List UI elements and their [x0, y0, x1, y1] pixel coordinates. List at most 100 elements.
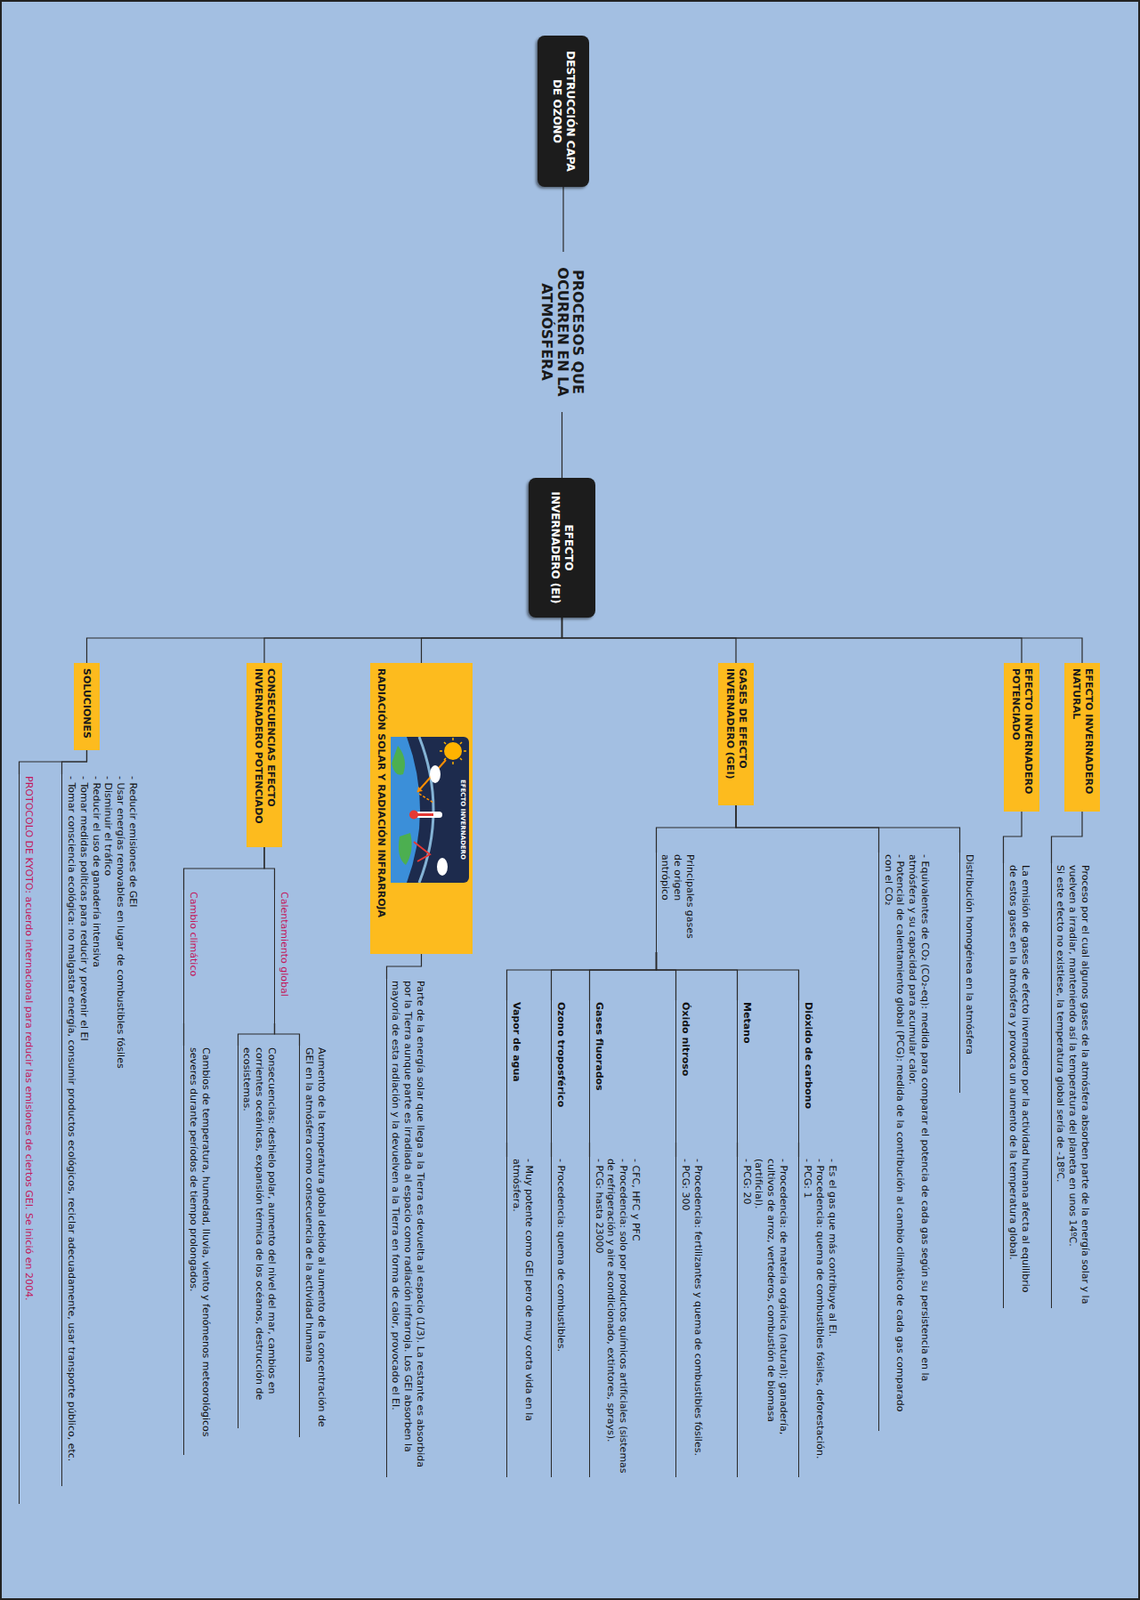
topic-text: Cambios de temperatura, humedad, lluvia,… — [187, 1047, 213, 1452]
land-patch — [398, 832, 413, 866]
thermometer-bulb — [409, 810, 419, 820]
branch-connector — [675, 1142, 677, 1157]
solar-ray-head — [417, 786, 423, 793]
topic-text: Gases fluorados — [592, 1002, 606, 1140]
topic-text: - CFC, HFC y PFC — [629, 1158, 642, 1474]
branch-connector — [264, 847, 275, 890]
branch-connector — [19, 750, 88, 775]
subtopic-text: - Equivalentes de CO₂ (CO₂-eq): medida p… — [878, 852, 931, 1432]
subtopic-text: - Procedencia: de materia orgánica (natu… — [736, 1156, 790, 1478]
branch-connector — [798, 1142, 800, 1157]
subtopic-text: - Muy potente como GEI pero de muy corta… — [507, 1156, 536, 1478]
topic-text: Distribución homogénea en la atmósfera — [962, 854, 976, 1090]
subtopic-text: La emisión de gases de efecto invernader… — [1003, 863, 1033, 1309]
illustration-ground — [390, 736, 469, 883]
topic-text: La emisión de gases de efecto invernader… — [1007, 865, 1033, 1305]
topic-text: - Potencial de calentamiento global (PCG… — [881, 854, 907, 1428]
branch-connector — [421, 617, 563, 663]
infrared-ray — [413, 841, 430, 862]
topic-title: EFECTO INVERNADERO NATURAL — [1069, 668, 1095, 807]
topic-text: - PCG: hasta 23000 — [592, 1158, 606, 1474]
topic-text: - PCG: 300 — [679, 1158, 693, 1474]
topic-text: Consecuencias: deshielo polar, aumento d… — [241, 1047, 278, 1425]
branch-connector — [506, 1142, 508, 1157]
topic-title: CONSECUENCIAS EFECTO INVERNADERO POTENCI… — [251, 668, 277, 842]
branch-connector — [656, 952, 738, 1001]
branch-connector — [656, 805, 737, 853]
subtopic-text: Parte de la energía solar que llega a la… — [386, 978, 427, 1478]
topic-text: Calentamiento global — [277, 891, 291, 1020]
branch-connector — [736, 1142, 738, 1157]
diagram-title: PROCESOS QUE OCURREN EN LA ATMÓSFERA — [537, 251, 589, 413]
topic-text: - Tomar consciencia ecológica: no malgas… — [65, 776, 79, 1483]
topic-text: Aumento de la temperatura global debido … — [303, 1047, 329, 1434]
topic-text: - PCG: 20 — [740, 1158, 753, 1474]
subtopic-text: Aumento de la temperatura global debido … — [299, 1045, 329, 1438]
topic-text: Si este efecto no existiese, la temperat… — [1054, 865, 1068, 1305]
main-topic: CONSECUENCIAS EFECTO INVERNADERO POTENCI… — [246, 662, 283, 848]
branch-connector — [562, 617, 737, 663]
topic-text: - Procedencia: fertilizantes y quema de … — [691, 1158, 704, 1474]
reflected-ray — [419, 793, 434, 803]
subtopic-text: Distribución homogénea en la atmósfera — [959, 852, 976, 1093]
branch-connector — [589, 1142, 591, 1157]
branch-connector — [1003, 811, 1023, 864]
topic-text: - Usar energías renovables en lugar de c… — [114, 776, 128, 1483]
subtopic-label: Óxido nitroso — [675, 1000, 692, 1143]
topic-text: Cambio climático — [186, 891, 200, 1020]
subtopic-label: Ozono troposférico — [550, 1000, 567, 1143]
thermometer-tube — [415, 811, 443, 818]
topic-title: RADIACIÓN SOLAR Y RADIACIÓN INFRARROJA — [374, 668, 388, 949]
topic-text: Vapor de agua — [509, 1002, 523, 1140]
main-topic: EFECTO INVERNADERO POTENCIADO — [1003, 662, 1040, 812]
branch-connector — [735, 805, 961, 853]
illustration-label: EFECTO INVERNADERO — [459, 777, 467, 862]
subtopic-label: Vapor de agua — [506, 1000, 523, 1143]
topic-text: Óxido nitroso — [679, 1002, 692, 1140]
topic-text: - Procedencia: quema de combustibles fós… — [814, 1158, 827, 1474]
subtopic-label: Cambio climático — [183, 889, 200, 1024]
branch-connector — [183, 1023, 185, 1046]
main-topic: EFECTO INVERNADERO NATURAL — [1064, 662, 1100, 812]
topic-text: - Es el gas que más contribuye al EI. — [825, 1158, 839, 1474]
atmosphere-layer — [419, 736, 434, 883]
cloud — [436, 857, 448, 876]
topic-text: - Tomar medidas políticas para reducir y… — [77, 776, 90, 1483]
earth-surface — [390, 736, 421, 883]
greenhouse-illustration — [390, 736, 469, 883]
topic-title: SOLUCIONES — [80, 668, 94, 745]
branch-connector — [274, 1023, 300, 1046]
topic-title: EFECTO INVERNADERO POTENCIADO — [1009, 668, 1035, 807]
branch-connector — [507, 952, 657, 1001]
subtopic-text: - Procedencia: fertilizantes y quema de … — [676, 1156, 705, 1478]
topic-text: - Reducir emisiones de GEI — [126, 776, 139, 1483]
topic-text: - Procedencia: solo por productos químic… — [605, 1158, 631, 1474]
topic-title: EFECTO INVERNADERO (EI) — [549, 486, 576, 609]
subtopic-label: Gases fluorados — [589, 1000, 606, 1143]
branch-connector — [656, 952, 677, 1001]
topic-text: PROTOCOLO DE KYOTO: acuerdo internaciona… — [22, 776, 35, 1501]
subtopic-text: - Procedencia: quema de combustibles. — [550, 1156, 567, 1478]
branch-connector — [264, 617, 563, 663]
main-topic: GASES DE EFECTO INVERNADERO (GEI) — [718, 662, 754, 806]
subtopic-label: Metano — [736, 1000, 753, 1143]
topic-text: Parte de la energía solar que llega a la… — [389, 980, 427, 1474]
topic-text: Dióxido de carbono — [801, 1002, 815, 1140]
topic-text: - Procedencia: de materia orgánica (natu… — [752, 1158, 790, 1474]
branch-connector — [735, 805, 880, 853]
central-topic: DESTRUCCIÓN CAPA DE OZONO — [537, 35, 590, 187]
branch-connector — [551, 952, 657, 1001]
cloud — [429, 765, 441, 784]
subtopic-text: - Reducir emisiones de GEI- Usar energía… — [62, 774, 140, 1487]
branch-connector — [238, 1023, 275, 1046]
central-topic: EFECTO INVERNADERO (EI) — [528, 477, 596, 618]
branch-connector — [87, 617, 563, 663]
branch-connector — [550, 1142, 552, 1157]
topic-text: Ozono troposférico — [554, 1002, 567, 1140]
sun — [444, 742, 462, 760]
topic-text: - Reducir el uso de ganadería intensiva — [89, 776, 103, 1483]
subtopic-text: - CFC, HFC y PFC- Procedencia: solo por … — [589, 1156, 642, 1478]
